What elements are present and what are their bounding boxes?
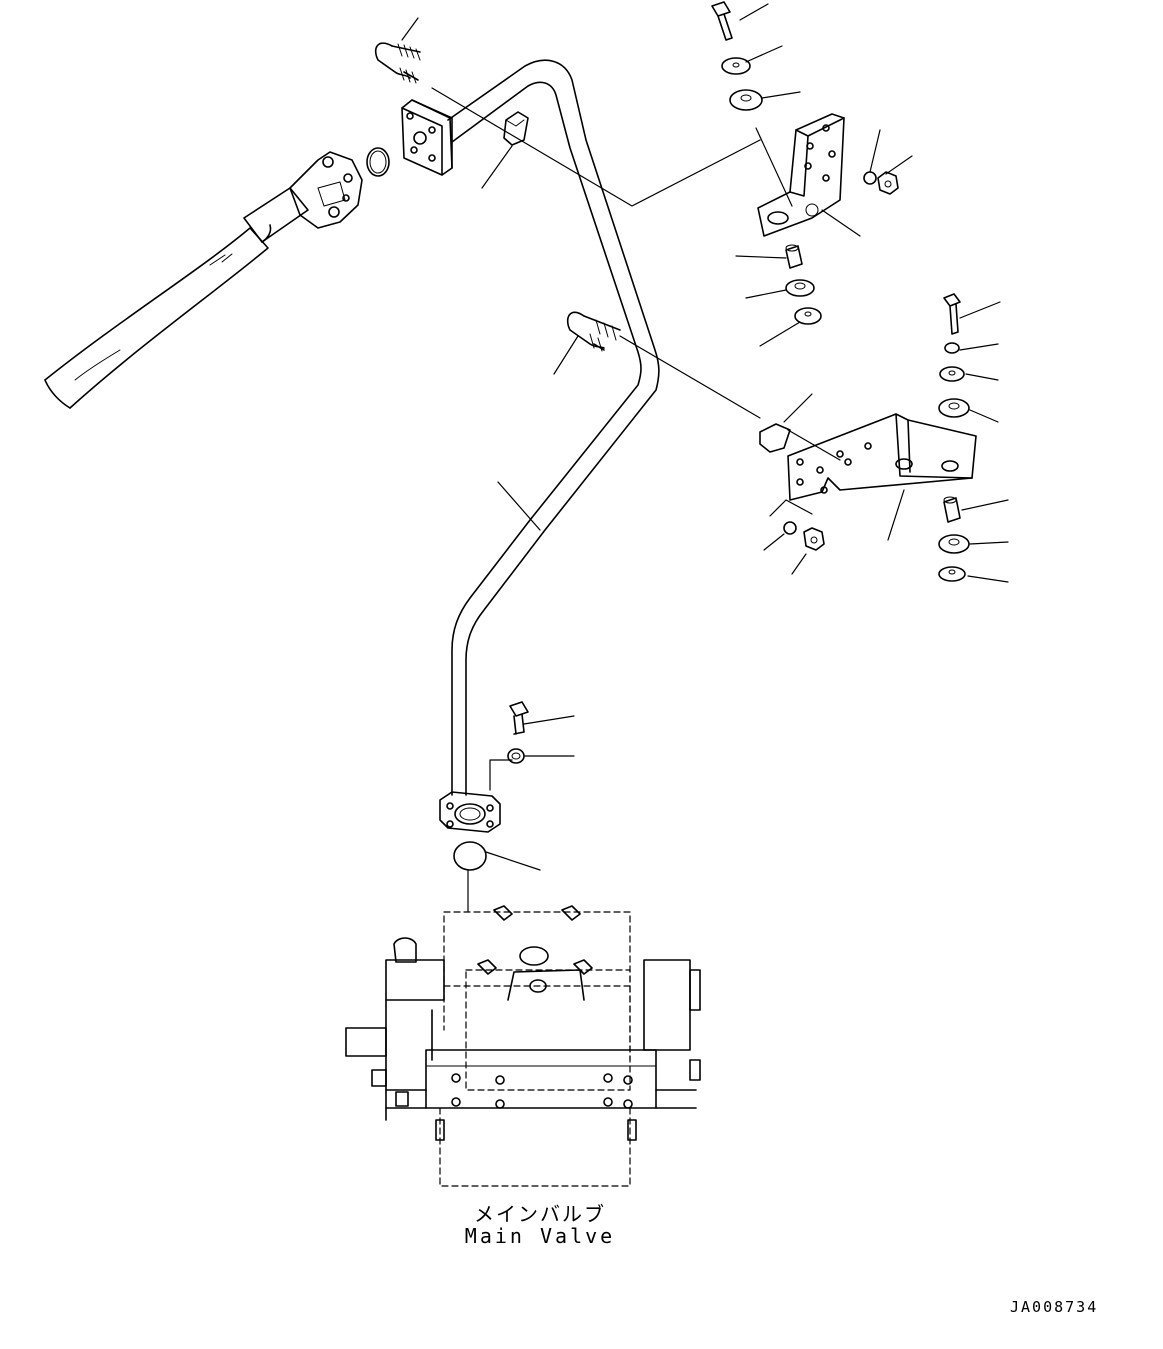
bushing-lower bbox=[944, 498, 960, 522]
washer-lower-5 bbox=[939, 567, 965, 581]
u-bolt-top bbox=[376, 43, 420, 83]
o-ring-bottom bbox=[454, 842, 486, 870]
bolt-lower bbox=[944, 294, 960, 334]
pipe-flange-top bbox=[402, 100, 452, 175]
upper-bracket-hardware bbox=[712, 2, 898, 324]
washer-upper-2 bbox=[730, 90, 762, 110]
nut-lower bbox=[804, 528, 824, 550]
clamp-lower bbox=[760, 424, 790, 452]
hose-body bbox=[45, 228, 268, 408]
bolt-upper bbox=[712, 2, 732, 40]
hose-fitting bbox=[290, 152, 362, 228]
washer-lower-6 bbox=[784, 522, 796, 534]
bracket-lower bbox=[788, 414, 976, 500]
pipe-clamp-top bbox=[504, 112, 528, 145]
washer-upper-4 bbox=[786, 280, 814, 296]
o-ring-top bbox=[367, 148, 389, 176]
drawing-code: JA008734 bbox=[1010, 1298, 1099, 1316]
washer-upper-5 bbox=[795, 308, 821, 324]
washer-lower-2 bbox=[940, 367, 964, 381]
washer-lower-3 bbox=[939, 399, 969, 417]
main-pipe bbox=[448, 60, 659, 795]
hose-assembly bbox=[45, 152, 362, 408]
main-valve bbox=[346, 906, 700, 1186]
washer-lower-4 bbox=[939, 535, 969, 553]
bushing-upper bbox=[786, 246, 802, 268]
u-bolt-mid bbox=[568, 312, 620, 351]
washer-upper-1 bbox=[722, 58, 750, 74]
washer-upper-3 bbox=[864, 172, 876, 184]
lower-bracket-hardware bbox=[760, 294, 976, 581]
pipe-flange-bottom bbox=[440, 702, 528, 832]
leader-lines bbox=[402, 4, 1008, 912]
flange-bolt bbox=[510, 702, 528, 734]
main-valve-label-en: Main Valve bbox=[464, 1224, 616, 1248]
hose-sleeve bbox=[244, 188, 308, 242]
flange-washer bbox=[508, 749, 524, 763]
main-valve-label-jp: メインバルブ bbox=[474, 1202, 606, 1226]
washer-lower-1 bbox=[945, 343, 959, 353]
nut-upper bbox=[878, 172, 898, 194]
